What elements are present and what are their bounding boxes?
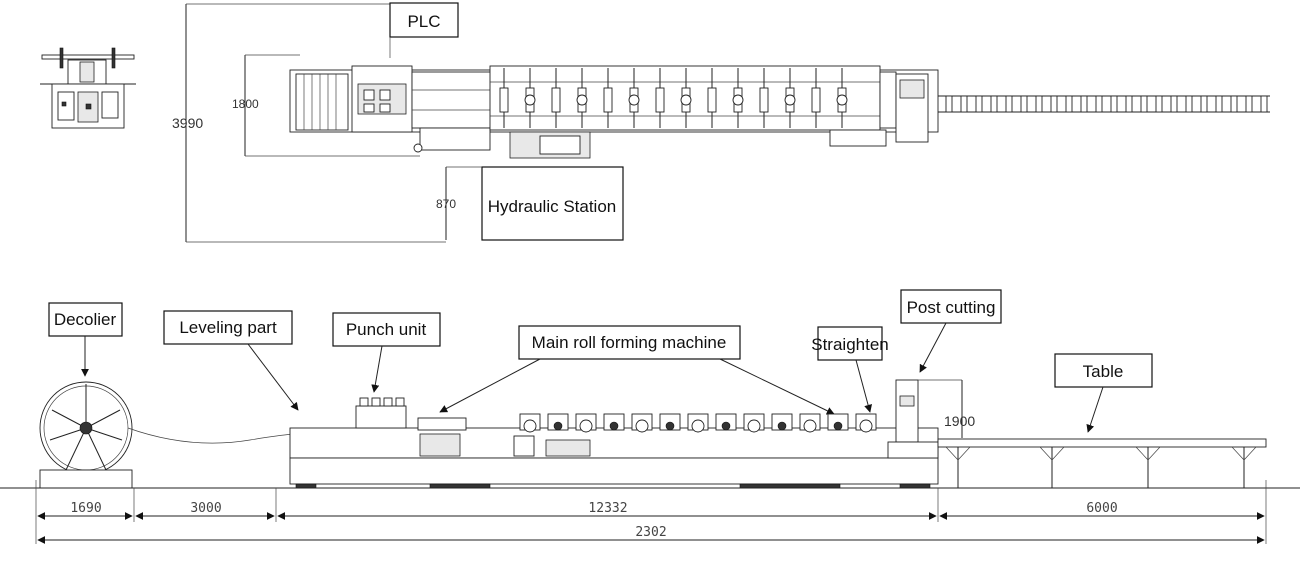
decoiler-label: Decolier (54, 310, 117, 329)
table-brace (1135, 446, 1149, 461)
decoiler-top-view (40, 47, 136, 129)
bottom-dimensions: 1690 3000 12332 6000 2302 (35, 480, 1267, 544)
station-gear (680, 94, 692, 106)
forming-stations-side (519, 413, 877, 433)
main-callout: Main roll forming machine (439, 325, 835, 415)
table-roller (1140, 95, 1148, 113)
table-label: Table (1083, 362, 1124, 381)
leveling-callout: Leveling part (163, 310, 299, 411)
station-hub (833, 421, 843, 431)
dimension-1800: 1800 (232, 54, 420, 157)
table-brace (957, 446, 971, 461)
decoiler-callout: Decolier (48, 302, 123, 377)
straighten-callout: Straighten (811, 326, 889, 413)
station-roll (811, 87, 821, 113)
top-view: 3990 PLC 1800 (40, 2, 1270, 243)
post-cutting-callout: Post cutting (900, 289, 1002, 373)
station-roll (551, 87, 561, 113)
dim-870-text: 870 (436, 197, 456, 211)
table-roller (975, 95, 983, 113)
outfeed-table-side-view (937, 438, 1267, 448)
station-wheel (691, 419, 705, 433)
station-gear (524, 94, 536, 106)
station-hub (665, 421, 675, 431)
station-gear (836, 94, 848, 106)
table-roller (1125, 95, 1133, 113)
station-hub (553, 421, 563, 431)
main-label: Main roll forming machine (532, 333, 727, 352)
leveling-label: Leveling part (179, 318, 277, 337)
dim-1690-text: 1690 (70, 501, 101, 516)
dim-3000-text: 3000 (190, 501, 221, 516)
machine-top-view (289, 65, 1270, 159)
forming-stations-top (499, 68, 848, 128)
hydraulic-station-label: Hydraulic Station (488, 197, 617, 216)
dim-3990-text: 3990 (172, 115, 203, 131)
table-legs (945, 446, 1257, 488)
table-roller (1065, 95, 1073, 113)
plc-label: PLC (407, 12, 440, 31)
station-wheel (579, 419, 593, 433)
table-roller (1200, 95, 1208, 113)
table-roller (1020, 95, 1028, 113)
table-brace (1231, 446, 1245, 461)
table-brace (1039, 446, 1053, 461)
table-roller (1215, 95, 1223, 113)
table-roller (945, 95, 953, 113)
machine-side-view (289, 379, 963, 489)
table-brace (945, 446, 959, 461)
table-roller (1245, 95, 1253, 113)
table-roller (1080, 95, 1088, 113)
station-hub (609, 421, 619, 431)
station-roll (707, 87, 717, 113)
table-callout: Table (1054, 353, 1153, 433)
hydraulic-station-box: Hydraulic Station 870 (436, 166, 624, 241)
station-hub (777, 421, 787, 431)
table-roller (1230, 95, 1238, 113)
straighten-label: Straighten (811, 335, 889, 354)
station-gear (628, 94, 640, 106)
station-roll (603, 87, 613, 113)
punch-callout: Punch unit (332, 312, 441, 393)
station-roll (759, 87, 769, 113)
station-wheel (859, 419, 873, 433)
station-wheel (803, 419, 817, 433)
dim-12332-text: 12332 (588, 501, 627, 516)
dim-1800-text: 1800 (232, 97, 259, 111)
station-gear (732, 94, 744, 106)
table-roller (1155, 95, 1163, 113)
station-wheel (635, 419, 649, 433)
table-roller (990, 95, 998, 113)
station-roll (655, 87, 665, 113)
table-roller (960, 95, 968, 113)
dim-2302-text: 2302 (635, 525, 666, 540)
post-cutting-label: Post cutting (907, 298, 996, 317)
outfeed-table-top-view (945, 95, 1268, 113)
table-roller (1095, 95, 1103, 113)
table-brace (1051, 446, 1065, 461)
station-wheel (523, 419, 537, 433)
station-gear (576, 94, 588, 106)
table-brace (1147, 446, 1161, 461)
station-roll (499, 87, 509, 113)
plc-box: PLC (389, 2, 459, 58)
table-roller (1110, 95, 1118, 113)
station-gear (784, 94, 796, 106)
table-roller (1170, 95, 1178, 113)
table-roller (1260, 95, 1268, 113)
table-roller (1035, 95, 1043, 113)
dimension-3990: 3990 (172, 3, 446, 243)
punch-label: Punch unit (346, 320, 427, 339)
table-roller (1005, 95, 1013, 113)
dim-6000-text: 6000 (1086, 501, 1117, 516)
table-roller (1185, 95, 1193, 113)
decoiler-side-view (39, 381, 296, 489)
station-hub (721, 421, 731, 431)
table-brace (1243, 446, 1257, 461)
side-view: Decolier Leveling part Punch unit (0, 289, 1300, 544)
dim-1900-text: 1900 (944, 413, 975, 429)
table-roller (1050, 95, 1058, 113)
station-wheel (747, 419, 761, 433)
